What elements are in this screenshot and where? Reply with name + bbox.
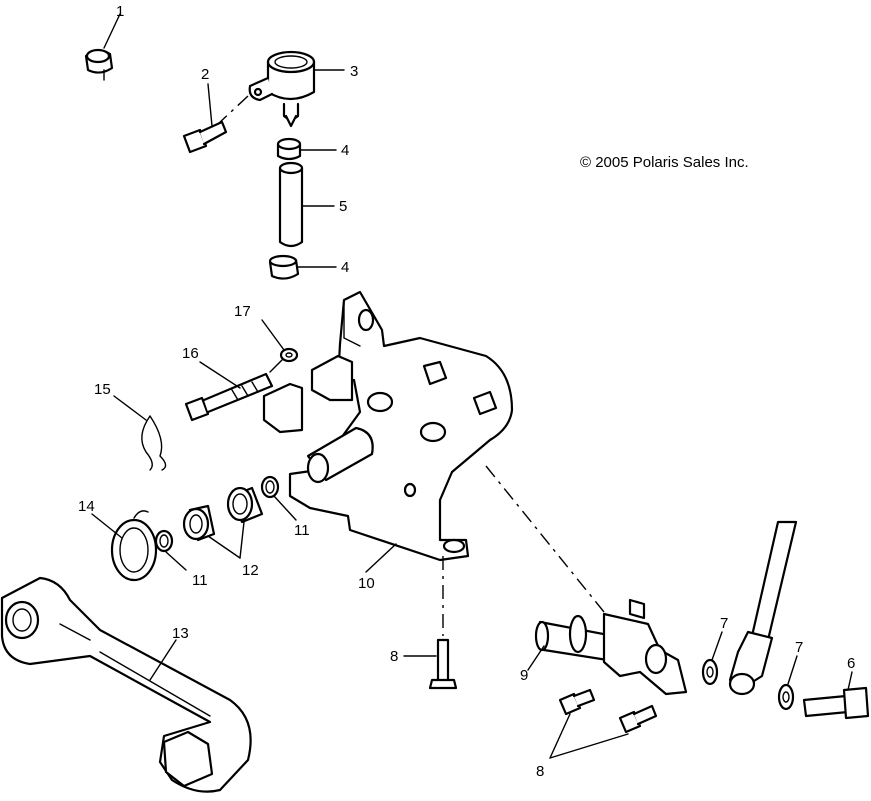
callout-14: 14: [78, 498, 95, 515]
part-10-bracket: [262, 290, 514, 562]
callout-16: 16: [182, 345, 199, 362]
callout-1: 1: [116, 3, 124, 20]
callout-13: 13: [172, 625, 189, 642]
callout-5: 5: [339, 198, 347, 215]
part-14-spring: [110, 510, 158, 582]
part-11-washer-right: [260, 475, 280, 499]
callout-6: 6: [847, 655, 855, 672]
copyright-notice: © 2005 Polaris Sales Inc.: [580, 154, 749, 171]
callout-7-left: 7: [720, 615, 728, 632]
callout-labels: 1 2 3 4 5 4 17 16 15 14 11 12 11 13 10 8…: [78, 3, 855, 780]
callout-8-bottom: 8: [536, 763, 544, 780]
part-11-washer-left: [154, 529, 174, 553]
pivot-tube: [306, 426, 374, 484]
part-17-washer: [279, 347, 299, 363]
part-9-pivot-shaft: [534, 598, 688, 696]
part-13-brake-pedal: [0, 576, 252, 793]
leader-lines: [91, 13, 853, 759]
callout-2: 2: [201, 66, 209, 83]
part-15-clip: [141, 415, 167, 471]
part-7-washer-right: [777, 683, 795, 711]
callout-3: 3: [350, 63, 358, 80]
part-16-bolt: [184, 372, 274, 422]
callout-11-right: 11: [294, 522, 310, 539]
part-12-bushing-left: [182, 504, 216, 542]
part-5-hose: [278, 161, 304, 248]
part-12-bushing-right: [226, 486, 264, 524]
callout-17: 17: [234, 303, 251, 320]
part-7-washer-left: [701, 658, 719, 686]
callout-8-vertical: 8: [390, 648, 398, 665]
callout-4-top: 4: [341, 142, 349, 159]
callout-11-left: 11: [192, 572, 208, 589]
callout-9: 9: [520, 667, 528, 684]
callout-12: 12: [242, 562, 259, 579]
part-8-bolt-right: [618, 704, 658, 734]
part-4-clamp-top: [276, 137, 302, 161]
part-1-clip: [84, 48, 114, 81]
callout-7-right: 7: [795, 639, 803, 656]
part-3-reservoir: [248, 50, 316, 128]
callout-4-bottom: 4: [341, 259, 349, 276]
part-6-bolt: [802, 686, 870, 720]
part-8-bolt-vertical: [428, 638, 458, 690]
part-8-bolt-left: [558, 688, 596, 716]
callout-15: 15: [94, 381, 111, 398]
callout-10: 10: [358, 575, 375, 592]
brake-rod-end: [728, 520, 798, 696]
part-2-bolt: [182, 120, 228, 154]
part-4-clamp-bottom: [268, 254, 300, 280]
